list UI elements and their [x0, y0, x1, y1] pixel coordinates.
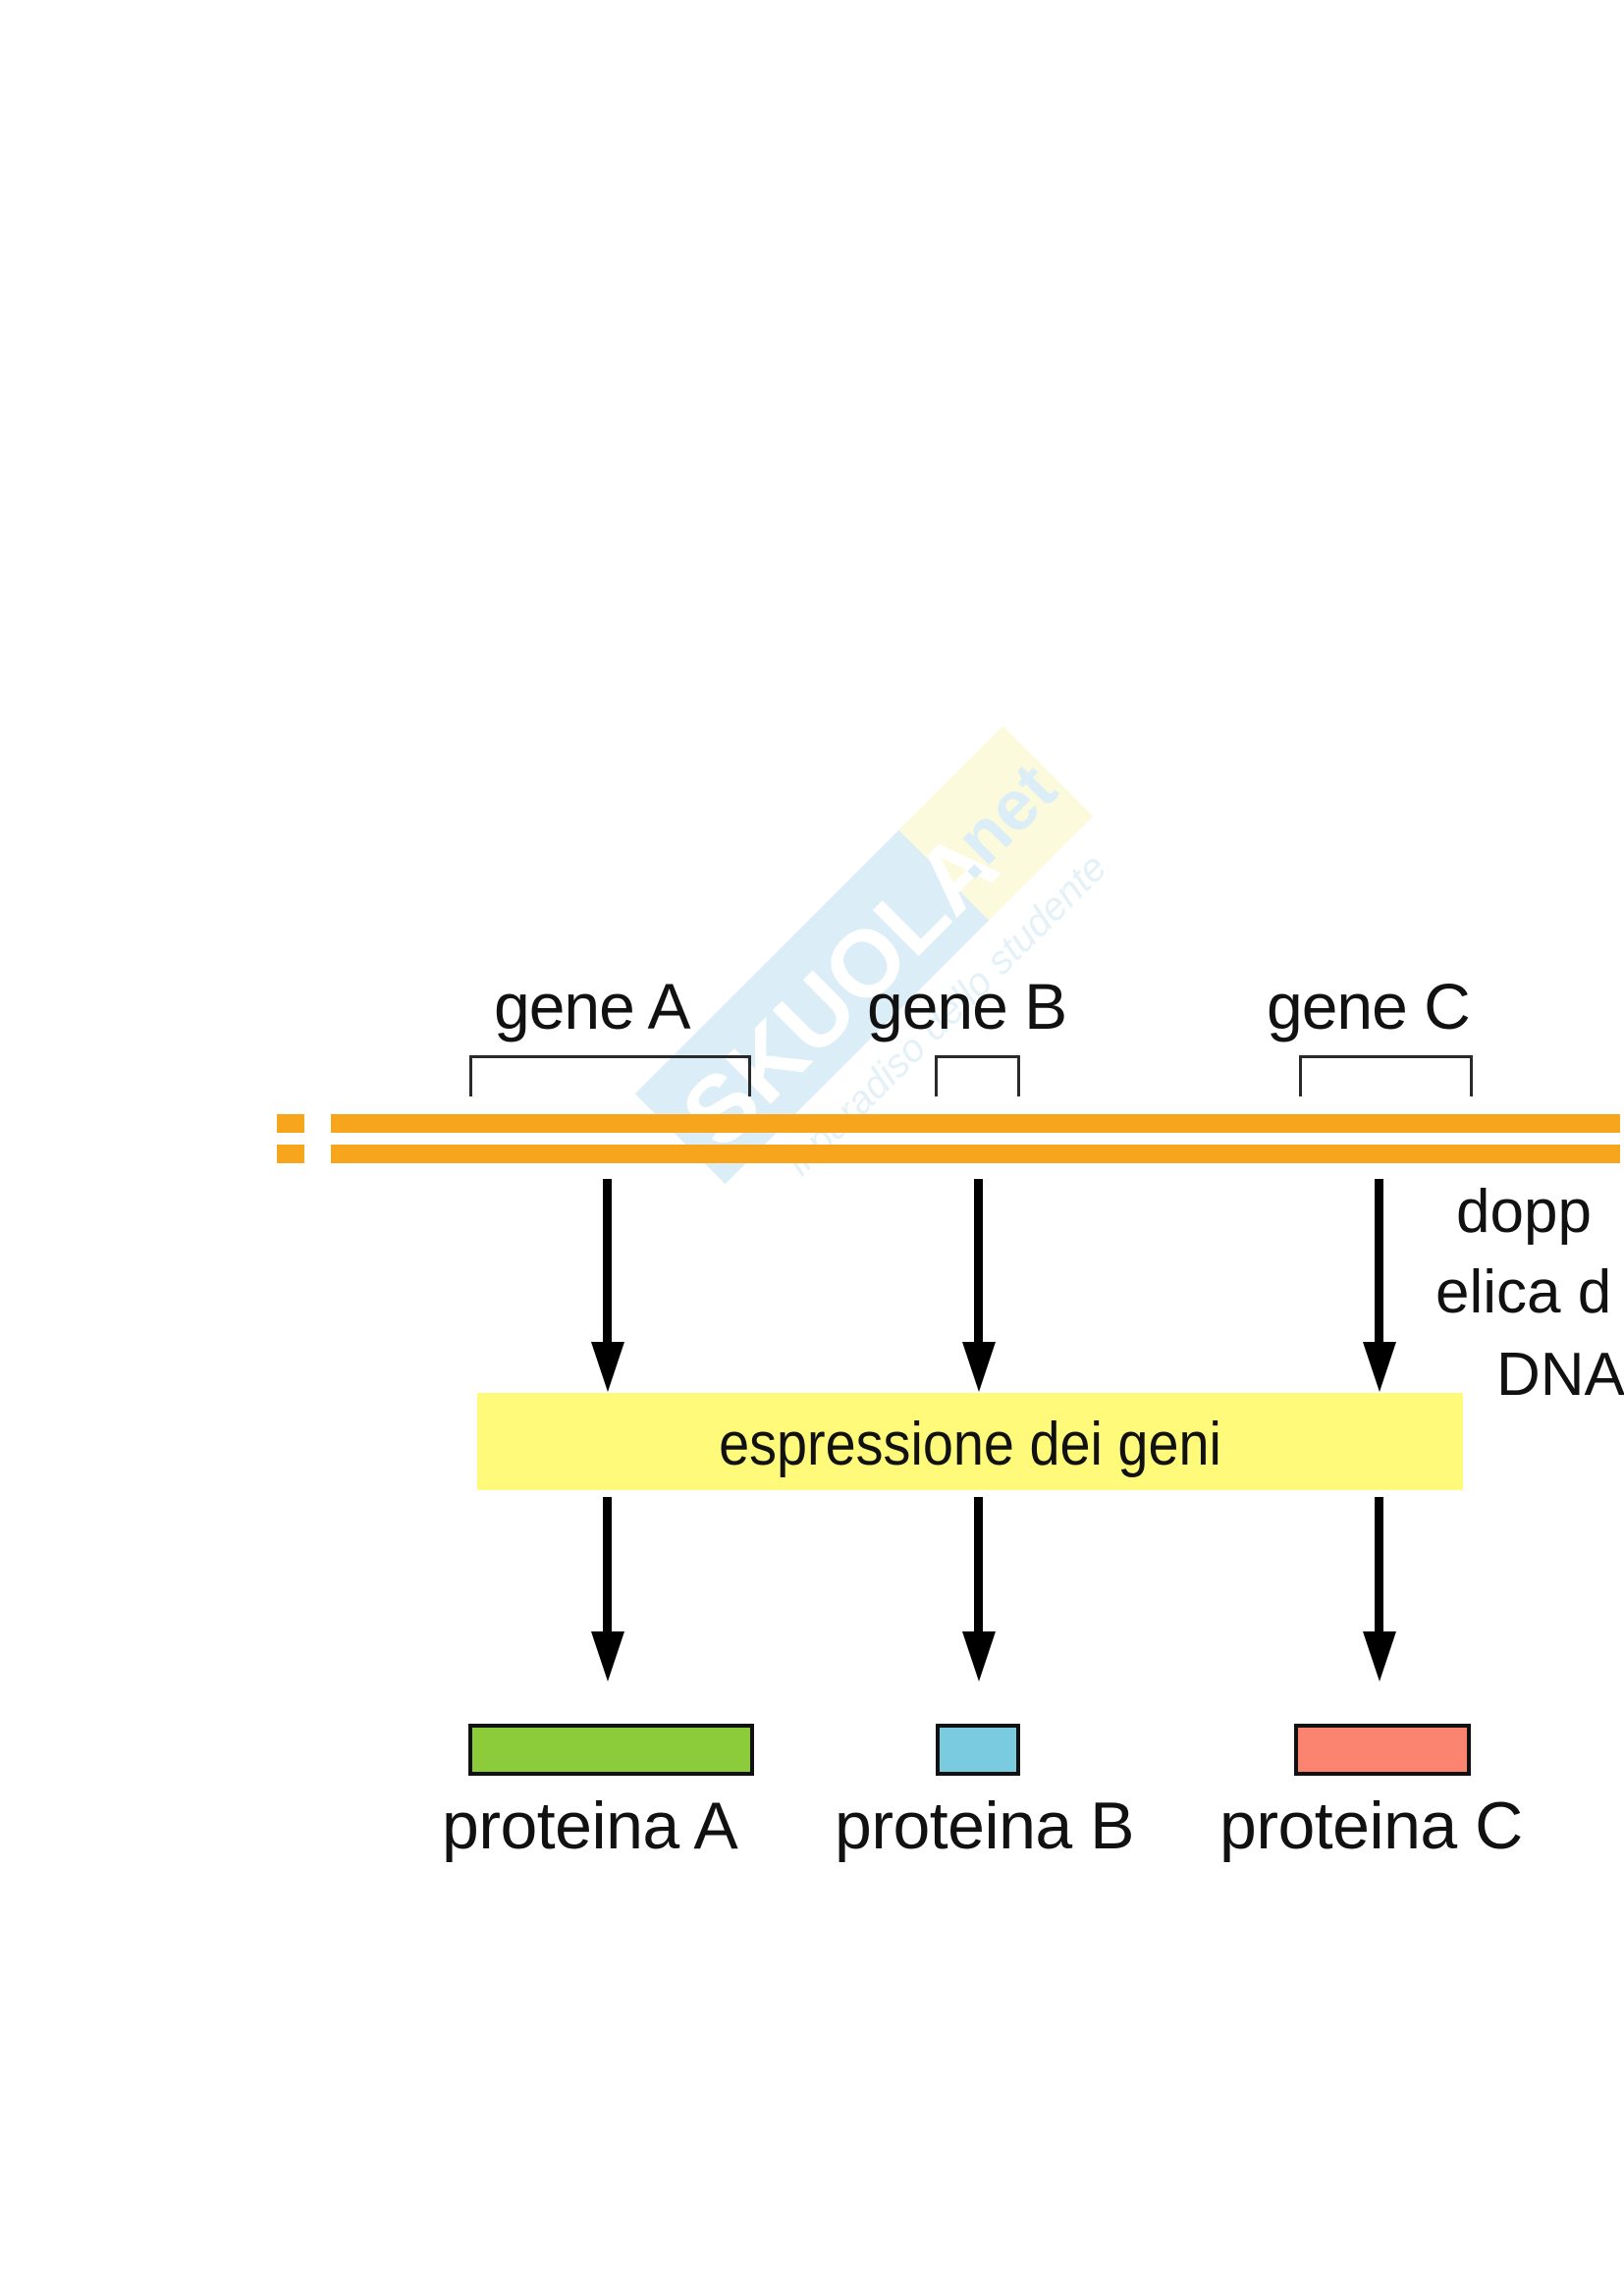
arrow-down-icon [1360, 1497, 1399, 1682]
watermark-net-band [898, 725, 1094, 921]
gene-c-label: gene C [1267, 970, 1471, 1042]
arrow-down-icon [959, 1179, 999, 1392]
gene-b-label: gene B [867, 970, 1067, 1042]
dna-strand-fragment-top [277, 1114, 304, 1133]
protein-c-label: proteina C [1219, 1789, 1523, 1863]
dna-strand-top [331, 1114, 1620, 1133]
watermark-logo: SKUOLA .net il paradiso dello studente [634, 725, 1115, 1185]
dna-strand-bottom [331, 1145, 1620, 1163]
gene-b-bracket [935, 1055, 1020, 1096]
gene-a-bracket [469, 1055, 751, 1096]
gene-a-label: gene A [494, 970, 691, 1042]
dna-label-line-3: DNA [1496, 1341, 1624, 1409]
protein-b-box [936, 1724, 1020, 1776]
dna-label-line-2: elica d [1435, 1258, 1612, 1326]
arrow-down-icon [588, 1179, 627, 1392]
watermark-tld: .net [927, 749, 1071, 893]
protein-a-label: proteina A [442, 1789, 738, 1863]
gene-expression-box: espressione dei geni [477, 1393, 1463, 1490]
protein-c-box [1294, 1724, 1471, 1776]
arrow-down-icon [588, 1497, 627, 1682]
arrow-down-icon [959, 1497, 999, 1682]
protein-a-box [468, 1724, 754, 1776]
gene-c-bracket [1299, 1055, 1473, 1096]
dna-strand-fragment-bottom [277, 1145, 304, 1163]
gene-expression-label: espressione dei geni [719, 1411, 1221, 1478]
dna-label-line-1: dopp [1456, 1178, 1592, 1246]
arrow-down-icon [1360, 1179, 1399, 1392]
protein-b-label: proteina B [835, 1789, 1134, 1863]
